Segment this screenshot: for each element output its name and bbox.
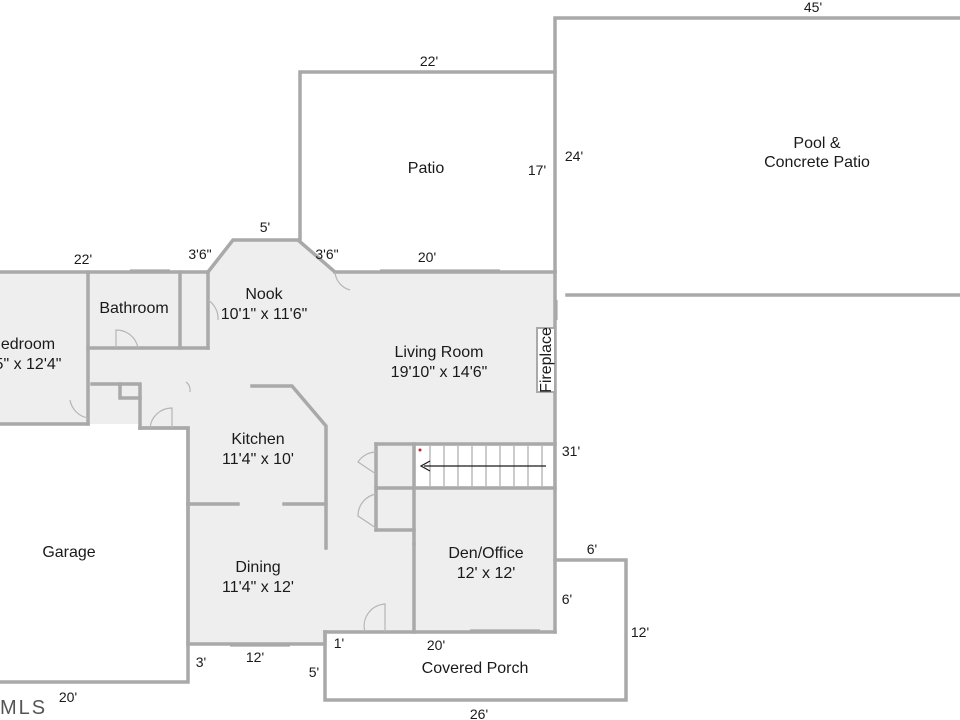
dim-pool-side: 24' bbox=[565, 148, 583, 164]
pool-label-line2: Concrete Patio bbox=[764, 154, 870, 171]
garage-outline bbox=[0, 428, 190, 684]
bedroom-label: edroom bbox=[1, 336, 55, 353]
dim-porch-bottom: 26' bbox=[470, 706, 488, 720]
dim-porch-right: 12' bbox=[631, 624, 649, 640]
porch-outline bbox=[323, 558, 628, 702]
bathroom-label: Bathroom bbox=[99, 300, 168, 317]
nook-size: 10'1" x 11'6" bbox=[221, 306, 308, 323]
den-label: Den/Office bbox=[448, 545, 523, 562]
dim-porch-top: 20' bbox=[427, 637, 445, 653]
patio-outline bbox=[298, 70, 557, 274]
fireplace-label: Fireplace bbox=[538, 327, 555, 393]
dim-patio-top: 22' bbox=[420, 53, 438, 69]
dim-porch-inner-left: 1' bbox=[334, 635, 344, 651]
dim-porch-step-top: 6' bbox=[587, 541, 597, 557]
dim-patio-side: 17' bbox=[528, 162, 546, 178]
pool-patio-outline bbox=[553, 16, 960, 297]
garage-label: Garage bbox=[42, 544, 95, 561]
room-labels: edroom 5" x 12'4" Bathroom Nook 10'1" x … bbox=[0, 135, 870, 677]
interior-walls bbox=[86, 270, 557, 634]
bedroom-size: 5" x 12'4" bbox=[0, 356, 61, 373]
dim-dining-bottom: 12' bbox=[246, 649, 264, 665]
dimension-labels: 45' 22' 17' 24' 5' 3'6" 3'6" 20' 22' 31'… bbox=[59, 0, 822, 720]
porch-label: Covered Porch bbox=[422, 660, 529, 677]
dim-nook-left-angle: 3'6" bbox=[188, 246, 211, 262]
dim-porch-left: 5' bbox=[309, 664, 319, 680]
kitchen-label: Kitchen bbox=[231, 431, 284, 448]
living-room-size: 19'10" x 14'6" bbox=[391, 364, 488, 381]
dim-nook-top: 5' bbox=[260, 219, 270, 235]
living-room-label: Living Room bbox=[395, 344, 484, 361]
stair-direction-arrow bbox=[418, 448, 546, 472]
dim-dining-left-bottom: 3' bbox=[196, 654, 206, 670]
dining-label: Dining bbox=[235, 559, 280, 576]
fireplace bbox=[536, 327, 556, 393]
dim-right-side: 31' bbox=[562, 443, 580, 459]
dining-size: 11'4" x 12' bbox=[222, 579, 294, 596]
dim-living-top: 20' bbox=[418, 249, 436, 265]
windows bbox=[130, 269, 558, 647]
mls-watermark: MLS bbox=[0, 697, 47, 719]
den-size: 12' x 12' bbox=[457, 565, 516, 582]
patio-label: Patio bbox=[408, 160, 445, 177]
dim-bedroom-top: 22' bbox=[74, 251, 92, 267]
pool-label-line1: Pool & bbox=[793, 135, 840, 152]
dim-porch-step-side: 6' bbox=[562, 591, 572, 607]
doors bbox=[69, 271, 386, 633]
dim-garage-bottom: 20' bbox=[59, 689, 77, 705]
dim-pool-top: 45' bbox=[804, 0, 822, 15]
kitchen-size: 11'4" x 10' bbox=[222, 451, 294, 468]
nook-label: Nook bbox=[245, 286, 283, 303]
dim-nook-right-angle: 3'6" bbox=[315, 246, 338, 262]
room-fills bbox=[0, 240, 555, 644]
